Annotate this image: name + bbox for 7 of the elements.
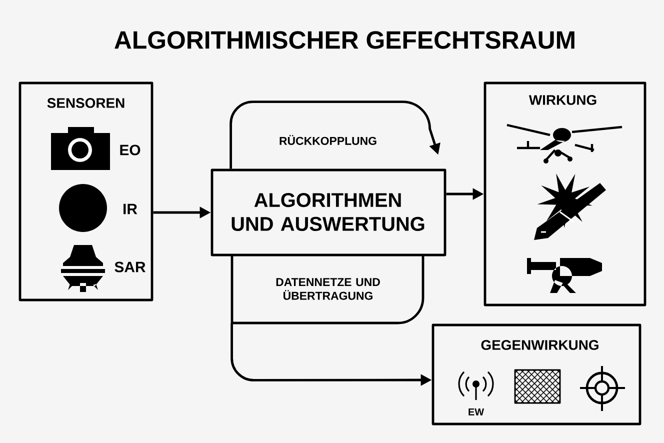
title: ALGORITHMISCHER GEFECHTSRAUM: [114, 31, 574, 49]
sensor-box: SENSOREN EO IR SAR: [18, 82, 154, 302]
effect-box: WIRKUNG: [484, 82, 646, 306]
arrow: [230, 100, 440, 169]
edge-label: RÜCKKOPPLUNG: [278, 134, 378, 146]
process-box: ALGORITHMEN UND AUSWERTUNG: [210, 168, 446, 256]
countermeasure-box: GEGENWIRKUNG EW: [432, 324, 642, 426]
